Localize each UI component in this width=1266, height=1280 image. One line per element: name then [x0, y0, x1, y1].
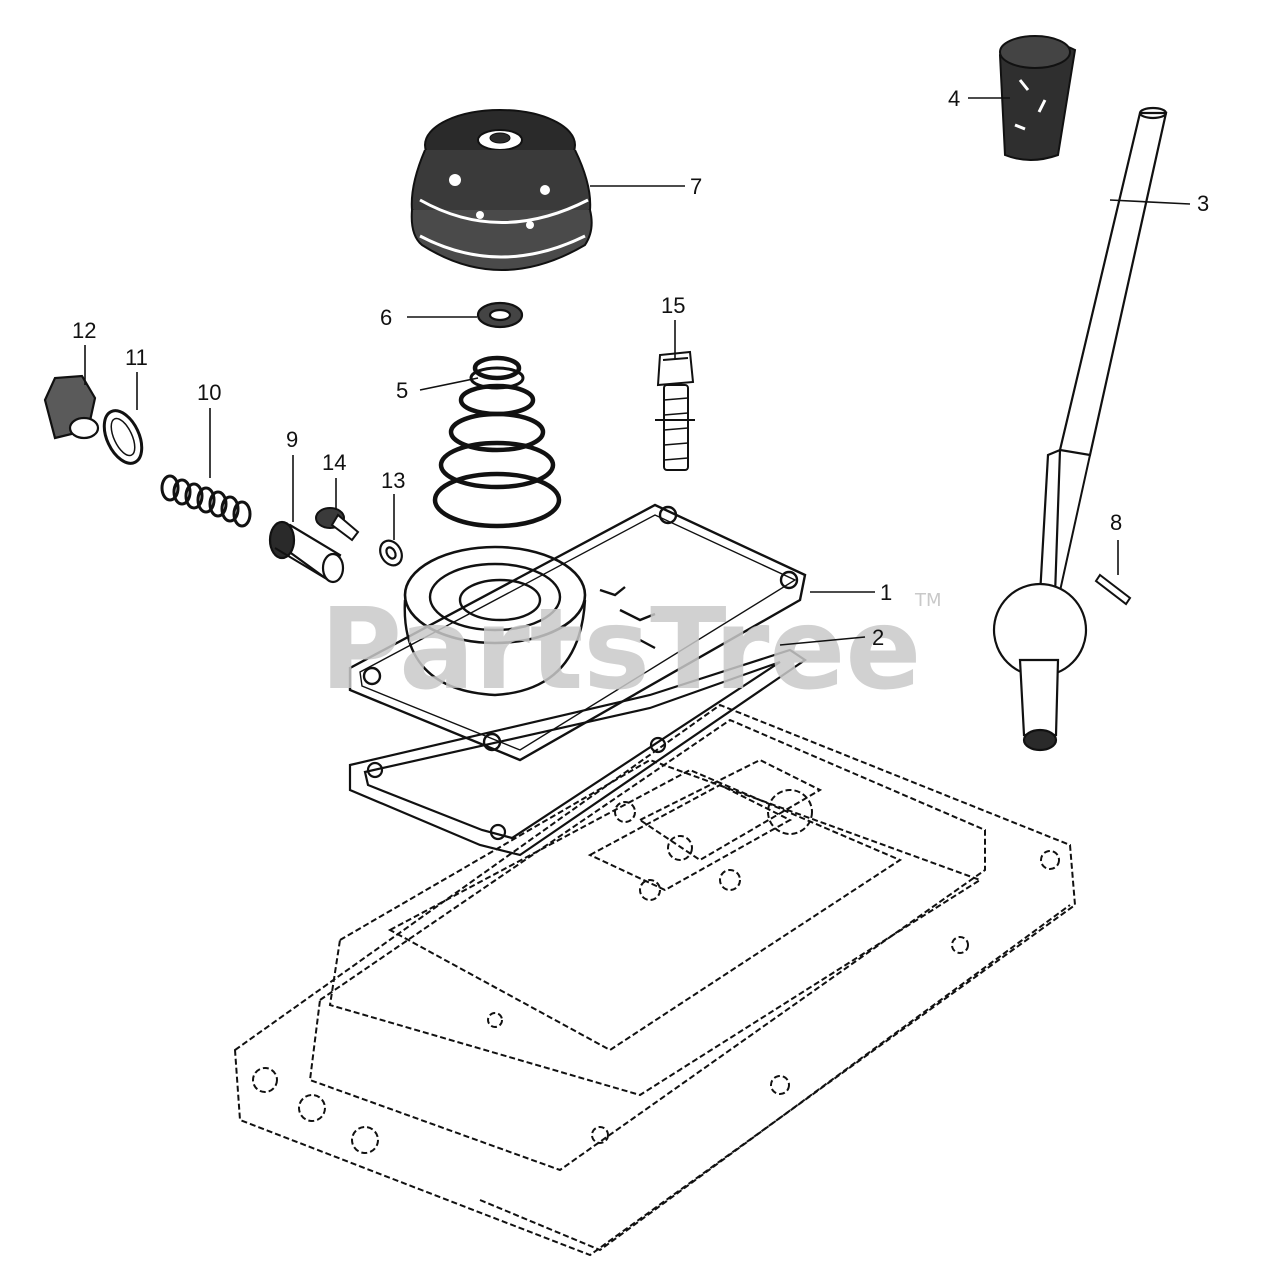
bolt-part-14 [315, 507, 360, 542]
callout-7: 7 [690, 174, 702, 199]
callout-5: 5 [396, 378, 408, 403]
bolt-part-15 [655, 350, 695, 471]
transmission-case [233, 703, 1077, 1257]
watermark-brand: PartsTree [320, 585, 921, 715]
plug-part-12 [43, 374, 100, 440]
shift-lever-part-3 [992, 106, 1168, 752]
callout-8: 8 [1110, 510, 1122, 535]
callout-10: 10 [197, 380, 221, 405]
pin-part-8 [1094, 573, 1132, 606]
cover-plate-part-1 [348, 503, 807, 762]
plunger-part-9 [268, 520, 345, 584]
washer-part-11 [102, 409, 144, 465]
callout-4: 4 [948, 86, 960, 111]
leader-lines [84, 97, 1191, 646]
callouts: 1 2 3 4 5 6 7 8 9 10 11 12 13 14 15 [72, 86, 1209, 650]
washer-part-13 [379, 539, 403, 567]
callout-15: 15 [661, 293, 685, 318]
callout-3: 3 [1197, 191, 1209, 216]
callout-1: 1 [880, 580, 892, 605]
callout-14: 14 [322, 450, 346, 475]
callout-12: 12 [72, 318, 96, 343]
spring-part-5 [432, 355, 562, 529]
callout-11: 11 [125, 345, 148, 370]
callout-2: 2 [872, 625, 884, 650]
callout-6: 6 [380, 305, 392, 330]
callout-13: 13 [381, 468, 405, 493]
watermark: PartsTree TM [320, 585, 942, 715]
knob-part-4 [998, 35, 1077, 161]
gasket-part-2 [348, 648, 807, 857]
watermark-trademark: TM [914, 590, 942, 611]
rubber-boot-part-7 [410, 109, 593, 271]
spring-part-10 [160, 474, 252, 528]
callout-9: 9 [286, 427, 298, 452]
washer-part-6 [476, 301, 524, 329]
